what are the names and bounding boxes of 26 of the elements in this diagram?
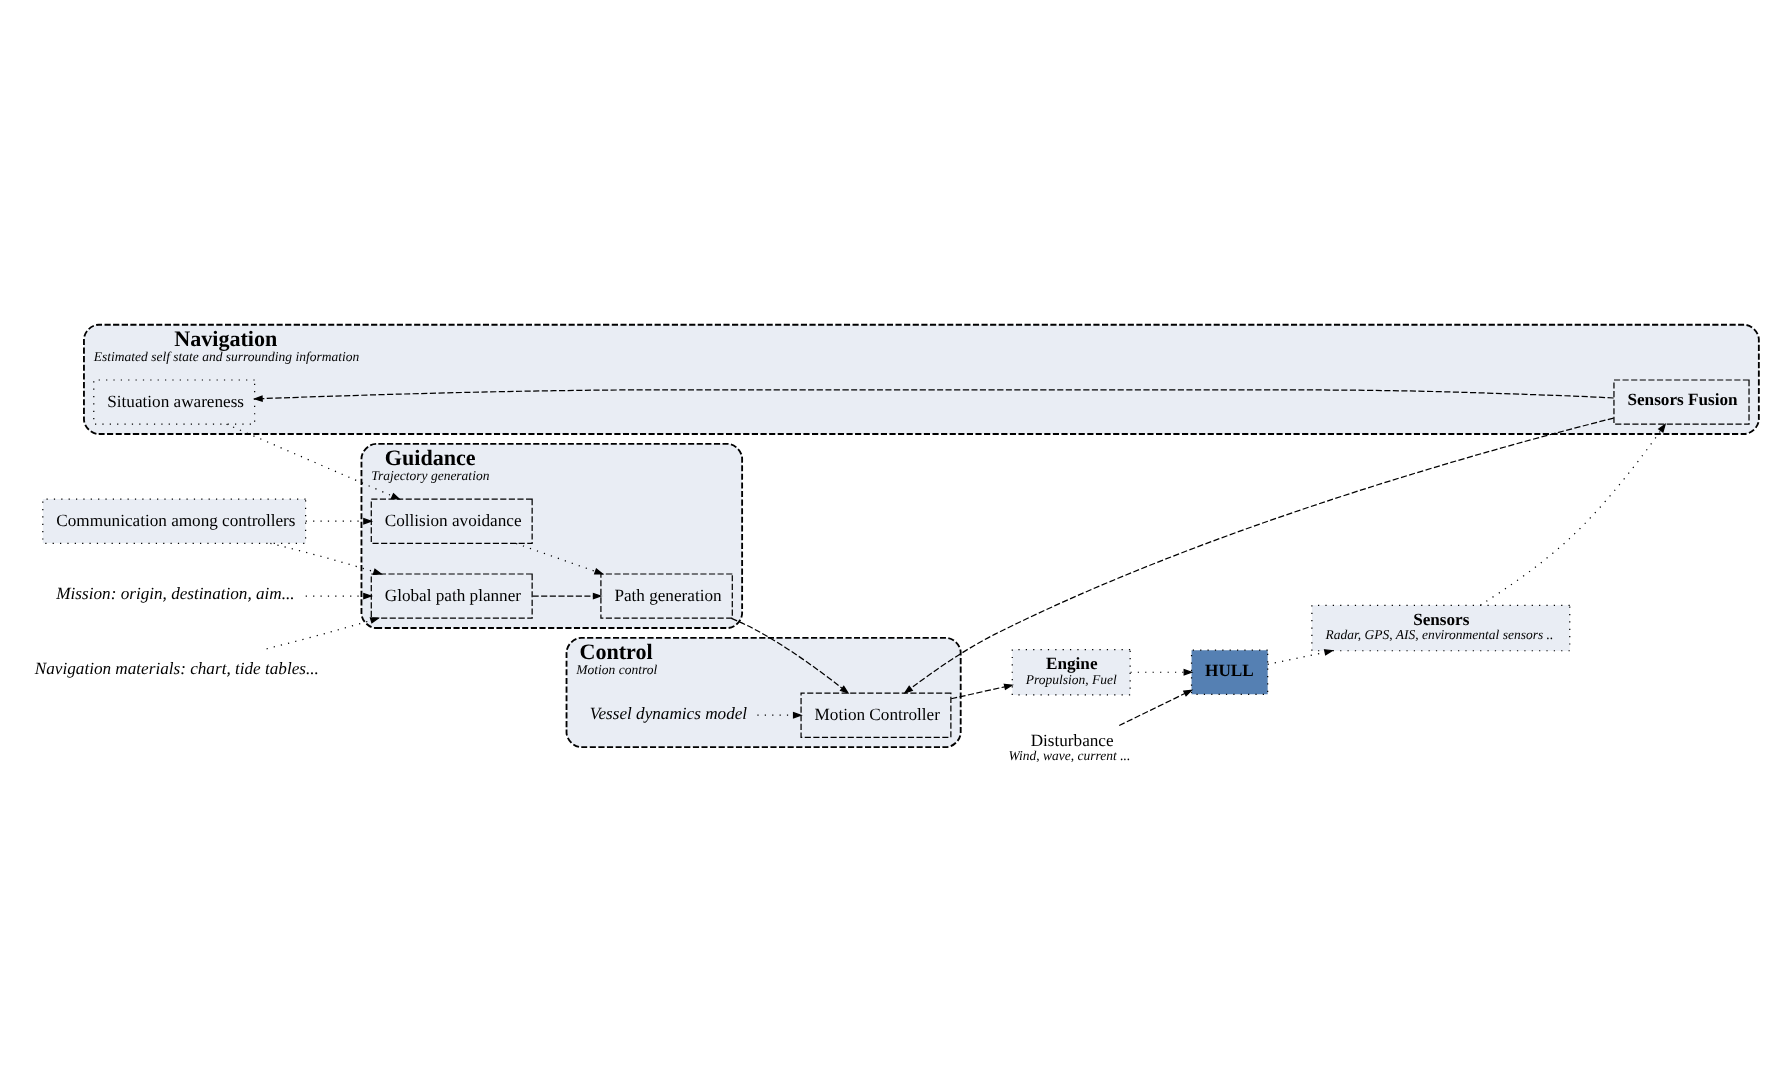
arrow (532, 592, 603, 600)
node-box: Global path planner (370, 573, 533, 619)
arrow (756, 711, 803, 719)
node-box: Sensors Fusion (1613, 379, 1750, 425)
arrow (1129, 668, 1194, 676)
node-box: Path generation (600, 573, 733, 619)
arrow (305, 592, 374, 600)
arrow (1479, 422, 1667, 606)
arrow (515, 542, 605, 575)
arrow (950, 683, 1014, 700)
node-box: Situation awareness (93, 379, 256, 425)
arrow (730, 617, 850, 695)
node-box: HULL (1190, 649, 1269, 695)
arrow (305, 517, 374, 525)
arrow (269, 542, 383, 575)
node-box: Motion Controller (800, 692, 952, 738)
node-text: Navigation materials: chart, tide tables... (34, 658, 319, 679)
arrow (252, 389, 1615, 403)
node-box: Communication among controllers (42, 498, 307, 544)
node-text: Mission: origin, destination, aim... (56, 583, 295, 604)
arrow (1118, 689, 1194, 727)
node-box: Collision avoidance (370, 498, 533, 544)
arrow (225, 423, 401, 500)
node-text: Vessel dynamics model (589, 702, 748, 723)
arrow (266, 617, 380, 650)
arrow (1267, 649, 1335, 666)
